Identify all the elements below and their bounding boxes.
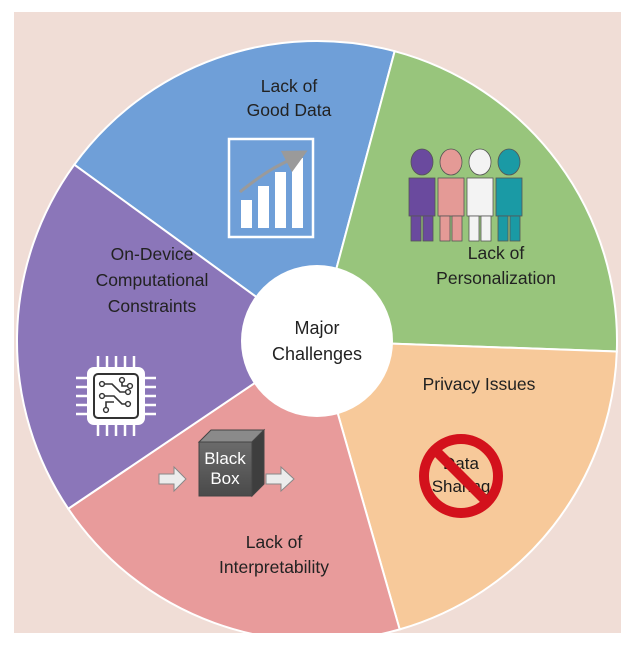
no-data-sharing-icon: Data Sharing: [419, 434, 503, 518]
people-group-icon: [408, 148, 523, 242]
center-circle: [241, 265, 393, 417]
black-box-label-line2: Box: [210, 469, 240, 488]
center-label-line2: Challenges: [272, 344, 362, 364]
microchip-icon: [76, 356, 156, 436]
on-device-label-line1: On-Device: [111, 244, 194, 264]
person-figure: [495, 148, 523, 242]
personalization-label-line2: Personalization: [436, 268, 556, 288]
black-box-label-line1: Black: [204, 449, 246, 468]
black-box-icon: Black Box: [158, 428, 295, 498]
on-device-label-line3: Constraints: [108, 296, 197, 316]
interpretability-label-line2: Interpretability: [219, 557, 329, 577]
privacy-label: Privacy Issues: [423, 374, 536, 394]
diagram-frame: Major Challenges Lack of Good Data Lack …: [14, 12, 621, 633]
center-label-line1: Major: [294, 318, 339, 338]
good-data-label-line1: Lack of: [261, 76, 318, 96]
personalization-label-line1: Lack of: [468, 243, 525, 263]
interpretability-label-line1: Lack of: [246, 532, 303, 552]
on-device-label-line2: Computational: [96, 270, 209, 290]
good-data-label-line2: Good Data: [247, 100, 332, 120]
person-figure: [466, 148, 494, 242]
challenges-wheel-diagram: Major Challenges Lack of Good Data Lack …: [16, 40, 618, 633]
person-figure: [437, 148, 465, 242]
person-figure: [408, 148, 436, 242]
bar-chart-growth-icon: [227, 137, 315, 239]
